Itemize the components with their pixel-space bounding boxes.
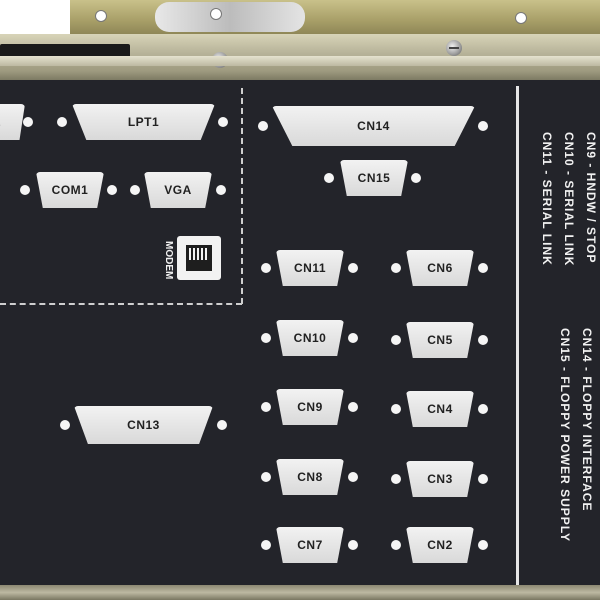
connector-label: CN9 <box>297 400 323 414</box>
mount-hole <box>478 263 488 273</box>
panel-divider-line <box>516 86 519 586</box>
connector-cn14: CN14 <box>272 106 475 146</box>
modem-label: MODEM <box>163 240 174 280</box>
connector-label: COM1 <box>51 183 89 197</box>
bottom-rail <box>0 585 600 600</box>
connector-label: CN14 <box>357 119 390 133</box>
mount-hole <box>218 117 228 127</box>
mount-hole <box>348 540 358 550</box>
connector-cn15: CN15 <box>340 160 408 196</box>
mount-hole <box>391 335 401 345</box>
mount-hole <box>391 474 401 484</box>
mount-hole <box>348 402 358 412</box>
mount-hole <box>107 185 117 195</box>
mount-hole <box>130 185 140 195</box>
modem-jack-icon <box>177 236 221 280</box>
bracket-hole <box>95 10 107 22</box>
connector-lpt1: LPT1 <box>72 104 215 140</box>
connector-label: CN10 <box>293 331 327 345</box>
mount-hole <box>261 540 271 550</box>
mount-hole <box>348 333 358 343</box>
mount-hole <box>60 420 70 430</box>
mount-hole <box>391 263 401 273</box>
mount-hole <box>391 404 401 414</box>
mount-hole <box>261 472 271 482</box>
mount-hole <box>478 474 488 484</box>
legend-line: CN11 - SERIAL LINK <box>540 132 554 266</box>
mount-hole <box>348 263 358 273</box>
connector-label: LPT1 <box>127 115 160 129</box>
connector-cn10: CN10 <box>276 320 344 356</box>
connector-cn8: CN8 <box>276 459 344 495</box>
legend-line: CN15 - FLOPPY POWER SUPPLY <box>558 328 572 543</box>
connector-cn4: CN4 <box>406 391 474 427</box>
mount-hole <box>348 472 358 482</box>
connector-label: CN7 <box>297 538 323 552</box>
connector-cn7: CN7 <box>276 527 344 563</box>
legend-line: CN9 - HNDW / STOP <box>584 132 598 264</box>
mount-hole <box>20 185 30 195</box>
mount-hole <box>23 117 33 127</box>
dashed-divider <box>0 303 242 305</box>
bracket-hole <box>515 12 527 24</box>
mount-hole <box>216 185 226 195</box>
mount-hole <box>478 335 488 345</box>
connector-label: CN5 <box>427 333 453 347</box>
mount-hole <box>324 173 334 183</box>
mount-hole <box>217 420 227 430</box>
mount-hole <box>478 121 488 131</box>
connector-label: CN4 <box>427 402 453 416</box>
connector-label: CN3 <box>427 472 453 486</box>
bracket-hole <box>210 8 222 20</box>
connector-label: VGA <box>164 183 192 197</box>
screw-icon <box>446 40 462 56</box>
connector-label: CN15 <box>357 171 391 185</box>
mount-hole <box>261 333 271 343</box>
mount-hole <box>261 263 271 273</box>
connector-label: 2 <box>0 115 1 129</box>
dashed-divider <box>241 88 243 304</box>
legend-line: CN10 - SERIAL LINK <box>562 132 576 267</box>
mount-hole <box>391 540 401 550</box>
connector-label: CN11 <box>293 261 327 275</box>
connector-label: CN6 <box>427 261 453 275</box>
mount-hole <box>478 404 488 414</box>
connector-label: CN8 <box>297 470 323 484</box>
mount-hole <box>478 540 488 550</box>
mount-hole <box>411 173 421 183</box>
legend-line: CN14 - FLOPPY INTERFACE <box>580 328 594 512</box>
connector-cn5: CN5 <box>406 322 474 358</box>
connector-cn9: CN9 <box>276 389 344 425</box>
mount-hole <box>258 121 268 131</box>
connector-label: CN13 <box>127 418 160 432</box>
connector-cn11: CN11 <box>276 250 344 286</box>
mount-hole <box>261 402 271 412</box>
mount-hole <box>57 117 67 127</box>
connector-cn13: CN13 <box>74 406 213 444</box>
connector-com1: COM1 <box>36 172 104 208</box>
connector-vga: VGA <box>144 172 212 208</box>
rail-strip <box>0 56 600 66</box>
connector-cn3: CN3 <box>406 461 474 497</box>
top-bracket <box>70 0 600 36</box>
connector-label: CN2 <box>427 538 453 552</box>
connector-cn6: CN6 <box>406 250 474 286</box>
ribbon-cable <box>155 2 305 32</box>
connector-cn2: CN2 <box>406 527 474 563</box>
